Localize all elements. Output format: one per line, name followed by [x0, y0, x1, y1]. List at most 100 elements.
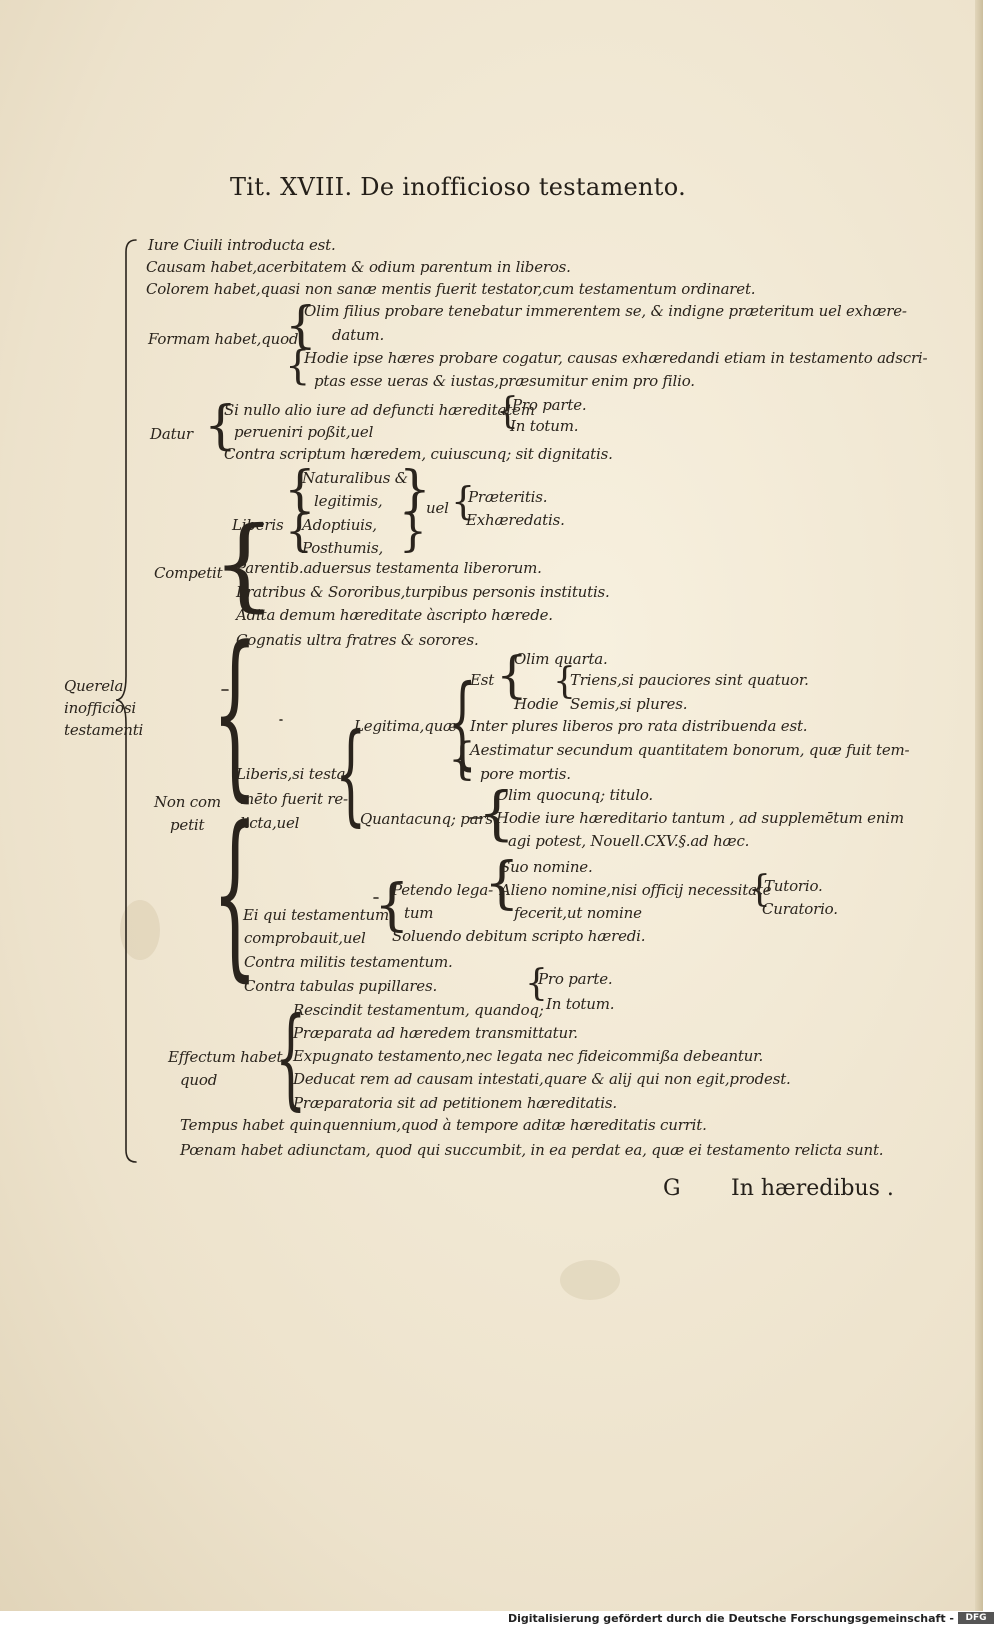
footer-credit: Digitalisierung gefördert durch die Deut…	[507, 1612, 954, 1625]
brace: {	[285, 343, 311, 389]
hodie-iure-2: agi potest, Nouell.CXV.§.ad hæc.	[508, 832, 750, 850]
competit-fratribus: Fratribus & Sororibus,turpibus personis …	[236, 583, 610, 601]
suo-nomine: Suo nomine.	[500, 858, 593, 876]
brace: {	[484, 851, 520, 916]
hodie-label: Hodie	[514, 695, 559, 713]
connector-lines	[115, 239, 483, 1163]
effectum-in-totum: In totum.	[546, 995, 615, 1013]
petendo-2: tum	[404, 904, 434, 922]
brace: {	[748, 869, 771, 910]
liberis-label: Liberis	[232, 516, 284, 534]
brace: {	[335, 709, 367, 837]
item-colorem: Colorem habet,quasi non sanæ mentis fuer…	[146, 280, 756, 298]
semis: Semis,si plures.	[570, 695, 688, 713]
brace: {	[451, 479, 476, 523]
brace: {	[275, 993, 307, 1121]
contra-militis: Contra militis testamentum.	[244, 953, 453, 971]
brace: {	[285, 296, 317, 354]
datur-pro-parte: Pro parte.	[512, 396, 587, 414]
est-label: Est	[470, 671, 495, 689]
forma-label: Formam habet,quod	[148, 330, 299, 348]
brace: }	[399, 506, 427, 557]
datur-line2: perueniri poßit,uel	[234, 423, 374, 441]
competit-adita: Adita demum hæreditate àscripto hærede.	[236, 606, 553, 624]
brace: {	[496, 646, 528, 704]
legitima-label: Legitima,quæ	[354, 717, 457, 735]
main-brace	[115, 239, 137, 1163]
quantacunq-label: Quantacunq; pars	[360, 810, 493, 828]
exhaeredatis: Exhæredatis.	[466, 511, 565, 529]
alieno-1: Alieno nomine,nisi officij necessitate	[500, 881, 772, 899]
signature-mark: G	[663, 1176, 681, 1201]
non-competit-label-1: Non com	[154, 793, 221, 811]
page-title: Tit. XVIII. De inofficioso testamento.	[230, 173, 686, 201]
non-competit-cognatis: Cognatis ultra fratres & sorores.	[236, 631, 479, 649]
hodie-iure-1: Hodie iure hæreditario tantum , ad suppl…	[496, 809, 904, 827]
competit-label: Competit	[154, 564, 223, 582]
effectum-item-3: Deducat rem ad causam intestati,quare & …	[293, 1070, 791, 1088]
uel-label: uel	[426, 499, 449, 517]
brace: {	[553, 661, 576, 702]
tutorio: Tutorio.	[764, 877, 823, 895]
book-page	[0, 0, 983, 1611]
triens: Triens,si pauciores sint quatuor.	[570, 671, 809, 689]
item-causam: Causam habet,acerbitatem & odium parentu…	[146, 258, 571, 276]
forma-hodie-2: ptas esse ueras & iustas,præsumitur enim…	[314, 372, 695, 390]
tempus: Tempus habet quinquennium,quod à tempore…	[180, 1116, 707, 1134]
competit-parentibus: Parentib.aduersus testamenta liberorum.	[236, 559, 542, 577]
liberis-si-1: Liberis,si testa-	[236, 765, 351, 783]
aestimatur-2: pore mortis.	[480, 765, 571, 783]
effectum-pro-parte: Pro parte.	[538, 970, 613, 988]
soluendo: Soluendo debitum scripto hæredi.	[392, 927, 646, 945]
root-label-2: inofficiosi	[64, 699, 136, 717]
poenam: Pœnam habet adiunctam, quod qui succumbi…	[180, 1141, 884, 1159]
curatorio: Curatorio.	[762, 900, 838, 918]
ei-qui-1: Ei qui testamentum	[243, 906, 389, 924]
footer-bar	[0, 1611, 1000, 1626]
effectum-label-1: Effectum habet,	[168, 1048, 287, 1066]
datur-in-totum: In totum.	[510, 417, 579, 435]
brace: {	[448, 663, 477, 780]
brace: }	[399, 460, 431, 518]
brace: {	[204, 396, 238, 456]
dfg-logo: DFG	[958, 1612, 994, 1624]
brace: {	[478, 779, 515, 847]
paper-stain	[560, 1260, 620, 1300]
olim-quarta: Olim quarta.	[514, 650, 608, 668]
brace: {	[284, 460, 316, 518]
root-label-1: Querela	[64, 677, 124, 695]
petendo-1: Petendo lega-	[392, 881, 493, 899]
liberis-si-2: mēto fuerit re-	[240, 790, 348, 808]
kind-posthumis: Posthumis,	[302, 539, 384, 557]
effectum-item-4: Præparatoria sit ad petitionem hæreditat…	[293, 1094, 617, 1112]
root-label-3: testamenti	[64, 721, 144, 739]
contra-pupillares: Contra tabulas pupillares.	[244, 977, 438, 995]
datur-line3: Contra scriptum hæredem, cuiuscunq; sit …	[224, 445, 613, 463]
forma-olim-2: datum.	[332, 326, 385, 344]
effectum-item-1: Præparata ad hæredem transmittatur.	[293, 1024, 578, 1042]
aestimatur-1: Aestimatur secundum quantitatem bonorum,…	[470, 741, 910, 759]
ei-qui-2: comprobauit,uel	[244, 929, 366, 947]
page-edge	[975, 0, 983, 1611]
kind-naturalibus: Naturalibus &	[302, 469, 408, 487]
liberis-si-3: licta,uel	[240, 814, 300, 832]
olim-quocunq: Olim quocunq; titulo.	[496, 786, 653, 804]
kind-legitimis: legitimis,	[314, 492, 383, 510]
forma-olim-1: Olim filius probare tenebatur immerentem…	[304, 302, 907, 320]
praeteritis: Præteritis.	[468, 488, 548, 506]
brace: {	[212, 609, 258, 818]
brace: {	[496, 391, 519, 432]
brace: {	[525, 963, 548, 1004]
brace: {	[212, 505, 276, 622]
kind-adoptiuis: Adoptiuis,	[302, 516, 377, 534]
effectum-item-2: Expugnato testamento,nec legata nec fide…	[293, 1047, 764, 1065]
brace: {	[285, 506, 313, 557]
inter-plures: Inter plures liberos pro rata distribuen…	[470, 717, 808, 735]
datur-line1: Si nullo alio iure ad defuncti hæreditat…	[224, 401, 535, 419]
alieno-2: fecerit,ut nomine	[514, 904, 642, 922]
brace: {	[212, 789, 258, 998]
forma-hodie-1: Hodie ipse hæres probare cogatur, causas…	[304, 349, 928, 367]
effectum-label-2: quod	[180, 1071, 218, 1089]
item-iure: Iure Ciuili introducta est.	[148, 236, 336, 254]
non-competit-label-2: petit	[170, 816, 205, 834]
